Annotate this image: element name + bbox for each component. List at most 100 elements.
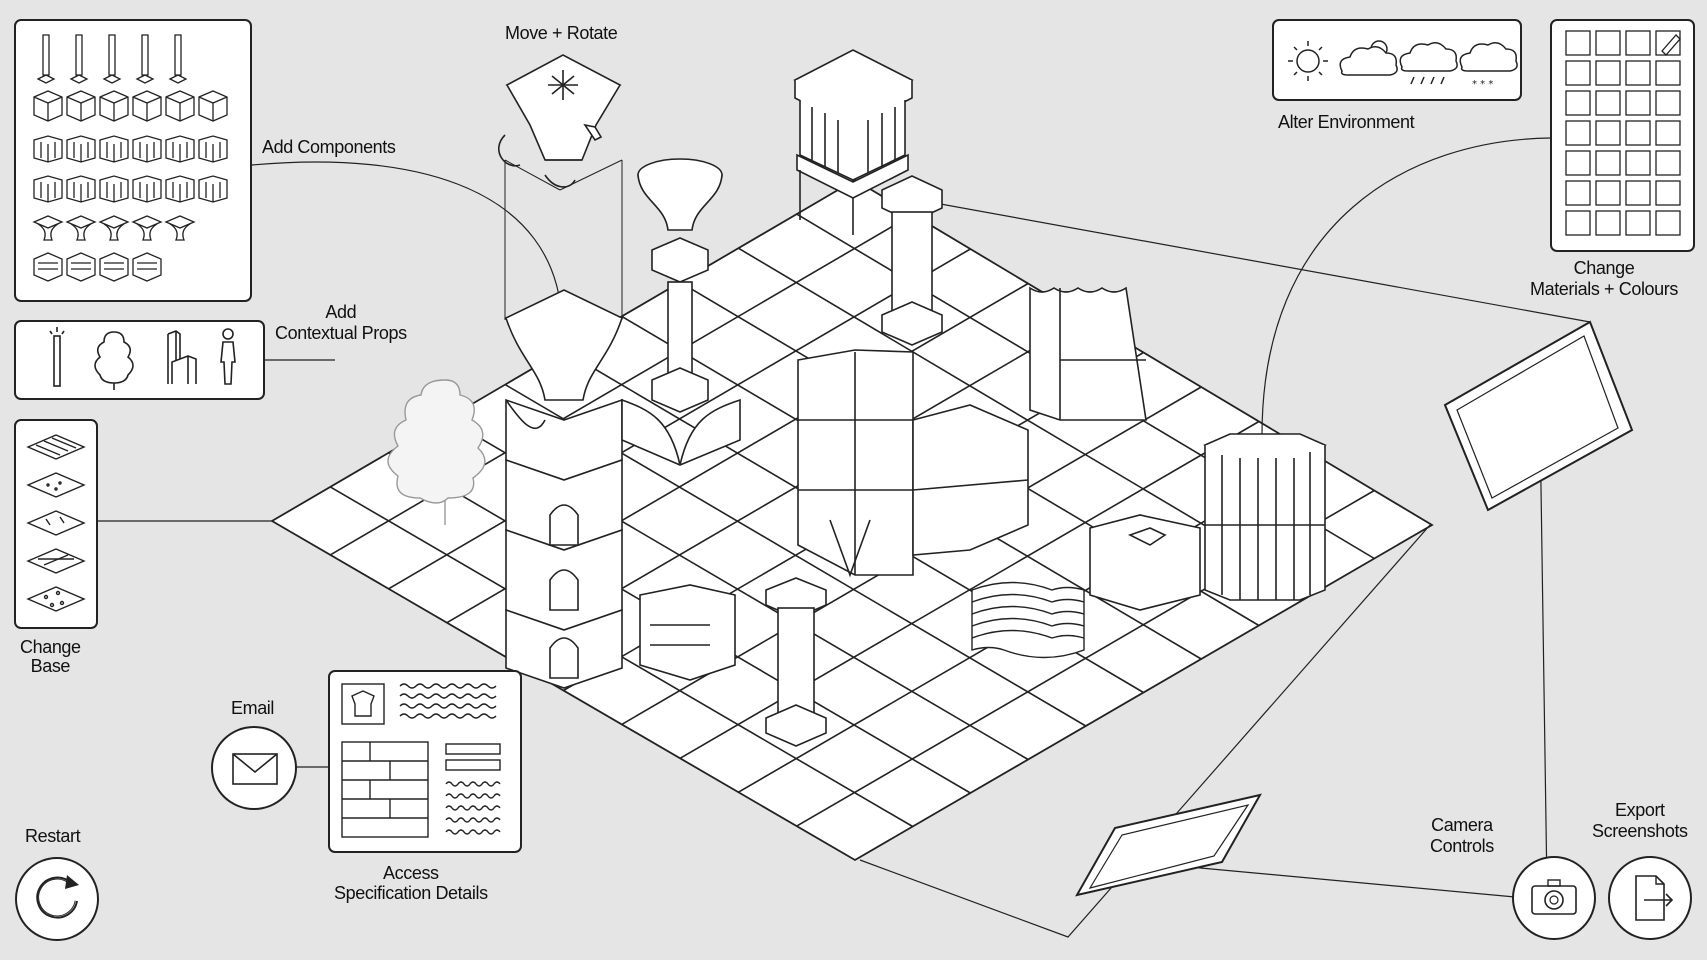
material-swatch[interactable]	[1595, 120, 1621, 146]
material-swatch[interactable]	[1595, 90, 1621, 116]
pencil-icon[interactable]	[1661, 34, 1681, 56]
wavy-text-lines	[399, 683, 497, 719]
component-icon[interactable]	[33, 175, 63, 203]
material-swatch[interactable]	[1655, 60, 1681, 86]
component-counter[interactable]	[639, 584, 736, 681]
material-swatch[interactable]	[1595, 60, 1621, 86]
component-curtain-wall[interactable]	[1029, 286, 1147, 421]
component-mushroom-column[interactable]	[621, 158, 741, 466]
component-icon[interactable]	[131, 215, 163, 241]
component-icon[interactable]	[132, 175, 162, 203]
material-swatch[interactable]	[1625, 150, 1651, 176]
component-icon[interactable]	[132, 90, 162, 122]
add-components-panel[interactable]	[14, 19, 252, 302]
material-swatch[interactable]	[1595, 150, 1621, 176]
component-icon[interactable]	[165, 135, 195, 163]
component-pavilion[interactable]	[793, 49, 914, 235]
material-swatch[interactable]	[1595, 210, 1621, 236]
component-icon[interactable]	[198, 90, 228, 122]
change-materials-panel[interactable]	[1550, 19, 1695, 252]
person-icon[interactable]	[220, 328, 236, 385]
material-swatch[interactable]	[1625, 60, 1651, 86]
material-swatch[interactable]	[1655, 120, 1681, 146]
contextual-props-panel[interactable]	[14, 320, 265, 400]
material-swatch[interactable]	[1565, 180, 1591, 206]
ghost-tree-prop[interactable]	[387, 379, 486, 525]
material-swatch[interactable]	[1625, 30, 1651, 56]
component-icon[interactable]	[66, 90, 96, 122]
component-icon[interactable]	[102, 34, 122, 84]
chair-icon[interactable]	[167, 330, 197, 384]
component-icon[interactable]	[99, 175, 129, 203]
material-swatch[interactable]	[1565, 30, 1591, 56]
material-swatch[interactable]	[1565, 60, 1591, 86]
component-icon[interactable]	[69, 34, 89, 84]
component-icon[interactable]	[99, 90, 129, 122]
specification-details-panel[interactable]	[328, 670, 522, 853]
component-shelving-blocks[interactable]	[797, 349, 1029, 578]
base-pattern-1-icon[interactable]	[26, 434, 86, 460]
component-icon[interactable]	[98, 215, 130, 241]
snow-icon[interactable]: * * *	[1459, 42, 1518, 90]
component-kiosk[interactable]	[1089, 514, 1201, 611]
material-swatch-grid[interactable]	[1552, 21, 1693, 250]
component-icon[interactable]	[33, 90, 63, 122]
camera-controls-button[interactable]	[1512, 856, 1596, 940]
component-icon[interactable]	[32, 215, 64, 241]
base-pattern-5-icon[interactable]	[26, 586, 86, 612]
sun-icon[interactable]	[1288, 41, 1328, 81]
material-swatch[interactable]	[1655, 150, 1681, 176]
material-swatch[interactable]	[1655, 90, 1681, 116]
move-rotate-gizmo[interactable]	[498, 54, 622, 188]
phone-device	[1075, 793, 1262, 897]
component-icon[interactable]	[168, 34, 188, 84]
component-icon[interactable]	[165, 175, 195, 203]
email-button[interactable]	[211, 726, 297, 810]
component-icon[interactable]	[99, 135, 129, 163]
component-short-pillar[interactable]	[765, 577, 827, 747]
material-swatch[interactable]	[1595, 180, 1621, 206]
export-screenshots-button[interactable]	[1608, 856, 1692, 940]
component-icon[interactable]	[66, 135, 96, 163]
tree-icon[interactable]	[94, 331, 134, 390]
component-icon[interactable]	[66, 252, 96, 282]
material-swatch[interactable]	[1565, 120, 1591, 146]
lamp-post-icon[interactable]	[49, 327, 65, 387]
component-icon[interactable]	[198, 135, 228, 163]
component-icon[interactable]	[198, 175, 228, 203]
material-swatch[interactable]	[1625, 180, 1651, 206]
material-swatch[interactable]	[1625, 210, 1651, 236]
component-stacked-slabs[interactable]	[971, 581, 1085, 659]
material-swatch[interactable]	[1565, 210, 1591, 236]
component-icon[interactable]	[164, 215, 196, 241]
component-icon[interactable]	[132, 135, 162, 163]
base-pattern-3-icon[interactable]	[26, 510, 86, 536]
component-icon[interactable]	[36, 34, 56, 84]
component-icon[interactable]	[99, 252, 129, 282]
component-icon[interactable]	[66, 175, 96, 203]
component-icon[interactable]	[165, 90, 195, 122]
material-swatch[interactable]	[1625, 90, 1651, 116]
component-icon[interactable]	[33, 252, 63, 282]
component-icon[interactable]	[132, 252, 162, 282]
alter-environment-panel[interactable]: * * *	[1272, 19, 1522, 101]
component-palette[interactable]	[16, 21, 250, 300]
restart-button[interactable]	[15, 857, 99, 941]
material-swatch[interactable]	[1565, 150, 1591, 176]
component-icon[interactable]	[33, 135, 63, 163]
material-swatch[interactable]	[1595, 30, 1621, 56]
material-swatch[interactable]	[1625, 120, 1651, 146]
component-fluted-tower[interactable]	[1203, 433, 1327, 601]
material-swatch[interactable]	[1655, 210, 1681, 236]
component-icon[interactable]	[65, 215, 97, 241]
material-swatch[interactable]	[1565, 90, 1591, 116]
component-column-stack[interactable]	[504, 289, 624, 689]
rain-icon[interactable]	[1399, 42, 1458, 85]
change-base-panel[interactable]	[14, 419, 98, 629]
component-icon[interactable]	[135, 34, 155, 84]
base-pattern-4-icon[interactable]	[26, 548, 86, 574]
component-tall-pillar[interactable]	[881, 175, 943, 346]
base-pattern-2-icon[interactable]	[26, 472, 86, 498]
partly-cloudy-icon[interactable]	[1339, 40, 1398, 76]
material-swatch[interactable]	[1655, 180, 1681, 206]
